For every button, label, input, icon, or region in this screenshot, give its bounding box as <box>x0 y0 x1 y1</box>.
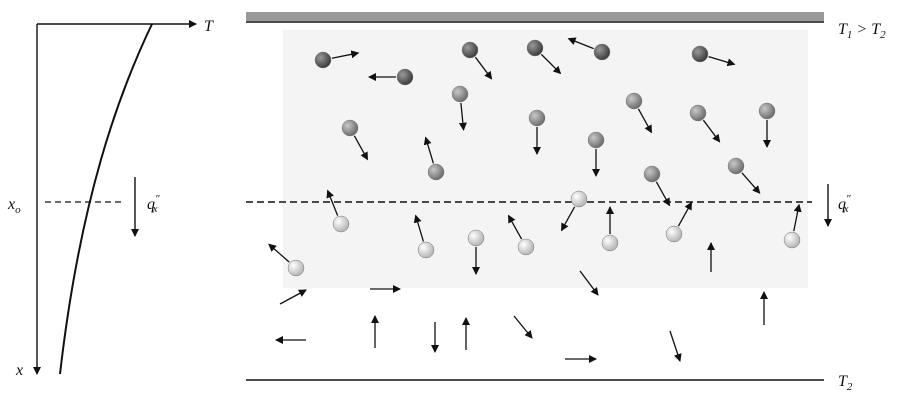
hot-molecule <box>526 39 544 57</box>
x0-label: xo <box>7 196 21 216</box>
velocity-arrow <box>513 315 533 339</box>
free-velocity-arrows <box>275 242 768 363</box>
mid-molecule <box>341 119 359 137</box>
molecule-velocity-arrow <box>507 214 523 240</box>
cold-molecule <box>601 234 619 252</box>
molecule-velocity-arrow <box>413 214 425 242</box>
hot-molecule <box>691 45 709 63</box>
bottom-temperature-label: T2 <box>838 373 853 393</box>
mid-molecule <box>643 165 661 183</box>
cold-molecule <box>517 238 535 256</box>
molecular-diagram: T1 > T2 T2 q″x <box>246 12 886 393</box>
axis-label-T: T <box>204 18 214 35</box>
molecule-velocity-arrow <box>268 243 290 263</box>
molecule-velocity-arrow <box>702 119 721 143</box>
hot-wall <box>246 12 824 21</box>
velocity-arrow <box>669 330 682 362</box>
molecule-velocity-arrow <box>708 55 736 67</box>
mid-molecule <box>427 163 445 181</box>
mid-molecule <box>528 109 546 127</box>
molecule-velocity-arrow <box>741 172 761 194</box>
velocity-arrow <box>579 270 599 296</box>
cold-molecule <box>467 229 485 247</box>
molecule-velocity-arrow <box>331 50 360 59</box>
molecule-velocity-arrow <box>540 53 562 75</box>
molecule-velocity-arrow <box>567 37 594 50</box>
heat-flux-label-right: q″x <box>838 193 851 215</box>
mid-molecule <box>451 85 469 103</box>
cold-molecule <box>332 215 350 233</box>
cold-molecule <box>287 259 305 277</box>
mid-molecule <box>727 157 745 175</box>
molecule-velocity-arrow <box>677 201 693 227</box>
molecule-velocity-arrow <box>637 108 653 134</box>
molecule-velocity-arrow <box>326 189 339 216</box>
hot-molecule <box>314 51 332 69</box>
cold-molecule <box>665 225 683 243</box>
velocity-arrow <box>279 289 307 305</box>
cold-molecule <box>783 231 801 249</box>
cold-molecule <box>417 241 435 259</box>
molecule-velocity-arrow <box>793 203 802 232</box>
axis-label-x: x <box>15 362 23 379</box>
molecules-group <box>268 37 802 277</box>
hot-molecule <box>461 41 479 59</box>
mid-molecule <box>625 92 643 110</box>
mid-molecule <box>587 131 605 149</box>
hot-molecule <box>396 68 414 86</box>
temperature-profile: T x xo q″x <box>7 18 214 379</box>
cold-molecule <box>570 190 588 208</box>
temperature-profile-curve <box>59 23 153 375</box>
molecule-velocity-arrow <box>474 56 493 80</box>
molecule-velocity-arrow <box>560 206 576 232</box>
molecule-velocity-arrow <box>423 136 435 164</box>
hot-molecule <box>593 43 611 61</box>
mid-molecule <box>689 104 707 122</box>
mid-molecule <box>758 102 776 120</box>
molecule-velocity-arrow <box>458 102 467 131</box>
molecule-velocity-arrow <box>353 135 369 161</box>
gas-region <box>283 30 808 288</box>
molecule-velocity-arrow <box>655 181 671 207</box>
top-temperature-condition: T1 > T2 <box>838 21 886 41</box>
heat-flux-label-left: q″x <box>147 193 160 215</box>
